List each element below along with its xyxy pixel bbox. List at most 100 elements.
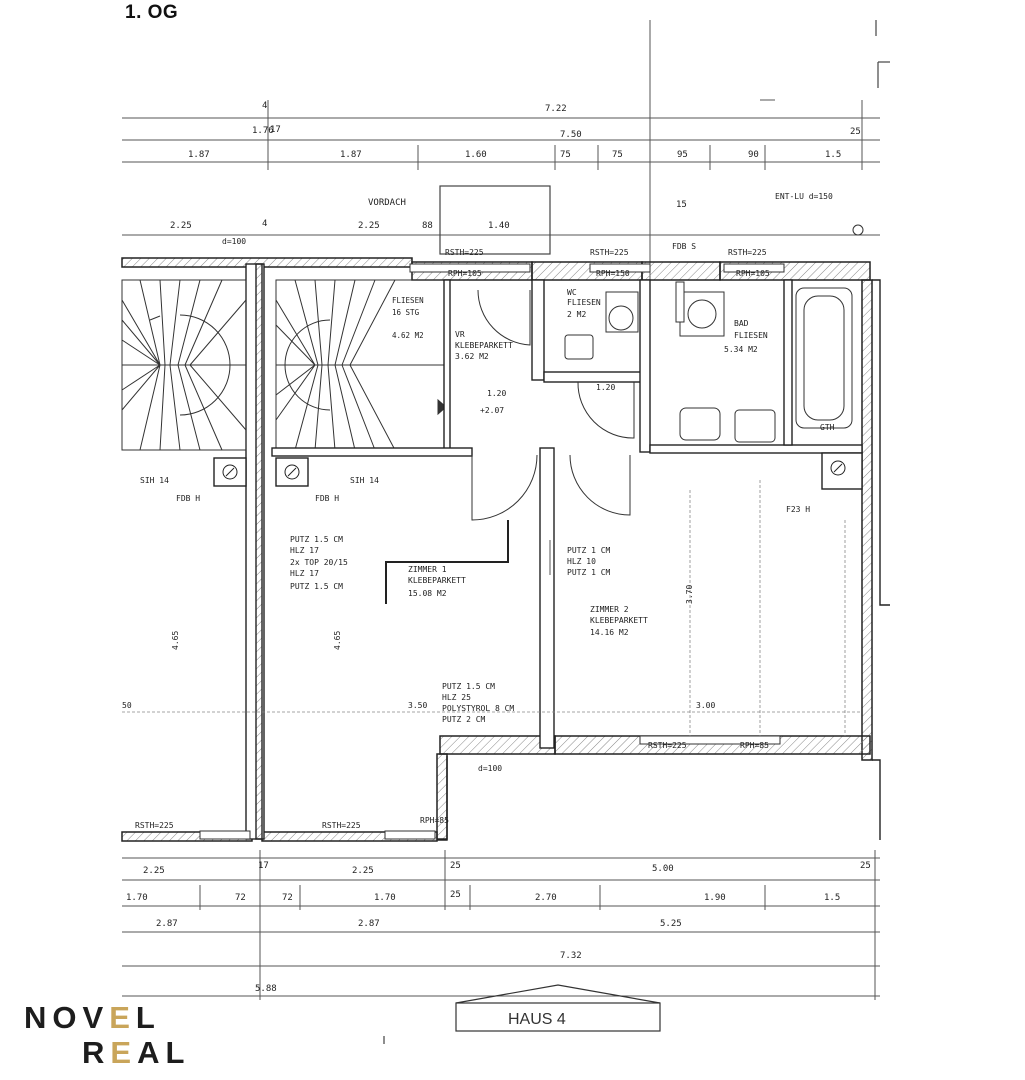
putz-left-4: HLZ 17 xyxy=(290,569,319,578)
dim-top-row3-d: 75 xyxy=(560,150,571,160)
rsth-bottom1: RSTH=225 xyxy=(135,821,174,830)
interior-walls xyxy=(213,279,863,749)
dim-top-row3-b: 1.87 xyxy=(340,150,362,160)
party-walls xyxy=(245,263,265,840)
d100-bottom-label: d=100 xyxy=(478,764,502,773)
dim-bot-row2-e: 25 xyxy=(450,890,461,900)
dim-bot-row2-c: 72 xyxy=(282,893,293,903)
logo-gold-letter: E xyxy=(110,1035,138,1070)
dim-bot-row3-b: 2.87 xyxy=(358,919,380,929)
right-margin xyxy=(890,0,1025,1080)
dim-mid-h: 4.65 xyxy=(333,631,342,650)
dim-small-c: 17 xyxy=(270,125,281,135)
d100-top-label: d=100 xyxy=(222,237,246,246)
dim-bot-row2-d: 1.70 xyxy=(374,893,396,903)
dim-top-row2-b: 7.50 xyxy=(560,130,582,140)
stair-steps-label: 16 STG xyxy=(392,308,420,317)
stair-left xyxy=(121,279,247,451)
vr-floor: KLEBEPARKETT xyxy=(455,341,513,350)
dim-v120b: 1.20 xyxy=(596,383,615,392)
putz-left-5: PUTZ 1.5 CM xyxy=(290,582,343,591)
bad-area: 5.34 M2 xyxy=(724,345,758,354)
dim-bot-row5: 5.88 xyxy=(255,984,277,994)
dim-z2-h: 3.70 xyxy=(685,585,694,604)
fdb-left: FDB H xyxy=(176,494,200,503)
dim-bot-row1-d: 25 xyxy=(450,861,461,871)
top-dimension-lines xyxy=(122,20,880,300)
dim-top-row2-a: 1.76 xyxy=(252,126,274,136)
dim-bot-row2-a: 1.70 xyxy=(126,893,148,903)
rsth-top3: RSTH=225 xyxy=(728,248,767,257)
logo-gold-letter: E xyxy=(109,1000,136,1035)
dim-bot-row3-a: 2.87 xyxy=(156,919,178,929)
dim-top-row3-g: 90 xyxy=(748,150,759,160)
dim-bot-row2-g: 1.90 xyxy=(704,893,726,903)
stair-right xyxy=(275,279,447,451)
rsth-bottom2: RSTH=225 xyxy=(322,821,361,830)
bad-name: BAD xyxy=(734,319,749,328)
zimmer2-name: ZIMMER 2 xyxy=(590,605,629,614)
wc-floor: FLIESEN xyxy=(567,298,601,307)
dim-bot-row1-a: 2.25 xyxy=(143,866,165,876)
putz-mid-2: HLZ 10 xyxy=(567,557,596,566)
wall-notes: PUTZ 1.5 CM HLZ 17 2x TOP 20/15 HLZ 17 P… xyxy=(290,535,611,724)
rph-bottom: RPH=85 xyxy=(420,816,449,825)
bad-floor: FLIESEN xyxy=(734,331,768,340)
dim-top-row1: 7.22 xyxy=(545,104,567,114)
entlu-symbol xyxy=(852,224,864,236)
dim-bot-row1-c: 2.25 xyxy=(352,866,374,876)
dim-top-row4-c: 88 xyxy=(422,221,433,231)
rph-top3: RPH=105 xyxy=(736,269,770,278)
vordach-outline xyxy=(439,185,551,255)
dim-left-w: 50 xyxy=(122,701,132,710)
zimmer1-leader xyxy=(385,520,509,604)
dim-top-row3-f: 95 xyxy=(677,150,688,160)
putz-left-1: PUTZ 1.5 CM xyxy=(290,535,343,544)
putz-left-2: HLZ 17 xyxy=(290,546,319,555)
dim-top-row3-h: 1.5 xyxy=(825,150,841,160)
vr-level: +2.07 xyxy=(480,406,504,415)
rph-top1: RPH=105 xyxy=(448,269,482,278)
zimmer2-floor: KLEBEPARKETT xyxy=(590,616,648,625)
house-label-box xyxy=(455,984,661,1032)
dim-top-row4-d: 1.40 xyxy=(488,221,510,231)
putz-bottom-3: POLYSTYROL 8 CM xyxy=(442,704,514,713)
logo-text-part: L xyxy=(135,1000,161,1035)
zimmer1-name: ZIMMER 1 xyxy=(408,565,447,574)
fdb-right: FDB H xyxy=(315,494,339,503)
rph-right: RPH=85 xyxy=(740,741,769,750)
fdb-right2: F23 H xyxy=(786,505,810,514)
vr-name: VR xyxy=(455,330,465,339)
putz-mid-3: PUTZ 1 CM xyxy=(567,568,611,577)
rph-top2: RPH=150 xyxy=(596,269,630,278)
dim-bot-row3-c: 5.25 xyxy=(660,919,682,929)
dim-bot-row4: 7.32 xyxy=(560,951,582,961)
dim-top-row3-c: 1.60 xyxy=(465,150,487,160)
stair-area-label: 4.62 M2 xyxy=(392,331,424,340)
wc-fixtures xyxy=(564,291,639,360)
putz-bottom-2: HLZ 25 xyxy=(442,693,471,702)
zimmer1-area: 15.08 M2 xyxy=(408,589,447,598)
vr-area: 3.62 M2 xyxy=(455,352,489,361)
dim-bot-row2-h: 1.5 xyxy=(824,893,840,903)
putz-left-3: 2x TOP 20/15 xyxy=(290,558,348,567)
rsth-top1: RSTH=225 xyxy=(445,248,484,257)
zimmer1-floor: KLEBEPARKETT xyxy=(408,576,466,585)
dim-top-row4-b: 2.25 xyxy=(358,221,380,231)
zimmer2-area: 14.16 M2 xyxy=(590,628,629,637)
floor-title: 1. OG xyxy=(125,2,179,23)
bath-fixtures xyxy=(675,281,853,443)
dim-v120: 1.20 xyxy=(487,389,506,398)
logo-line-1: NOVEL xyxy=(24,1002,161,1033)
putz-bottom-4: PUTZ 2 CM xyxy=(442,715,486,724)
putz-mid-1: PUTZ 1 CM xyxy=(567,546,611,555)
dim-top-row2-c: 25 xyxy=(850,127,861,137)
dim-top-row3-e: 75 xyxy=(612,150,623,160)
building-outline xyxy=(437,279,892,841)
house-label: HAUS 4 xyxy=(508,1011,566,1028)
rsth-right: RSTH=225 xyxy=(648,741,687,750)
dim-z2-w: 3.00 xyxy=(696,701,715,710)
rsth-top2: RSTH=225 xyxy=(590,248,629,257)
